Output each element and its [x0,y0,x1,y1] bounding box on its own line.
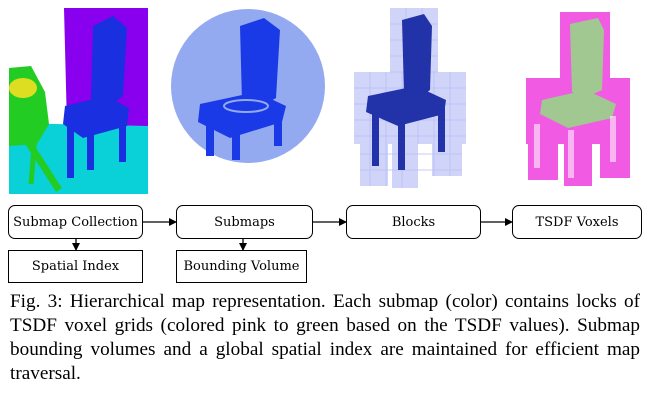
submap-image [171,9,325,163]
figure-caption: Fig. 3: Hierarchical map representation.… [10,291,640,384]
node-label: Submap Collection [13,214,138,230]
node-submap-collection: Submap Collection [8,205,143,239]
tsdf-voxels-image [526,12,630,186]
node-submaps: Submaps [176,205,313,239]
node-label: Spatial Index [31,259,120,274]
blocks-image [354,8,466,188]
submap-collection-image [9,8,148,194]
node-label: Blocks [391,214,436,230]
node-label: Submaps [214,214,275,230]
node-tsdf-voxels: TSDF Voxels [512,205,642,239]
node-bounding-volume: Bounding Volume [176,250,307,283]
node-blocks: Blocks [346,205,481,239]
node-spatial-index: Spatial Index [8,250,143,283]
node-label: TSDF Voxels [535,214,619,230]
node-label: Bounding Volume [183,259,300,274]
